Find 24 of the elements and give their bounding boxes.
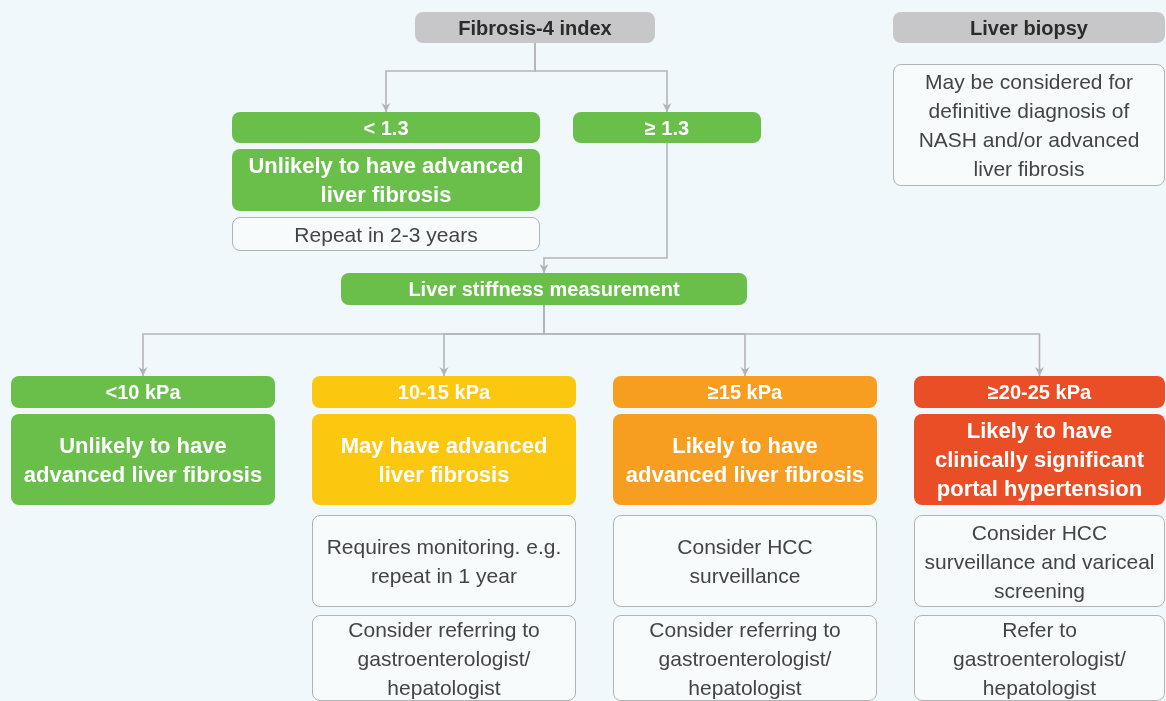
label-bar: <10 kPa [11, 376, 275, 408]
arrow [539, 142, 668, 274]
label-bar: ≥20-25 kPa [914, 376, 1165, 408]
label-bar: Fibrosis-4 index [415, 12, 655, 43]
result-box: Unlikely to have advanced liver fibrosis [232, 149, 540, 211]
recommendation-box: Requires monitoring. e.g. repeat in 1 year [312, 515, 576, 607]
label-bar: < 1.3 [232, 112, 540, 143]
arrow [534, 42, 672, 113]
label-bar: ≥15 kPa [613, 376, 877, 408]
label-bar: ≥ 1.3 [573, 112, 761, 143]
recommendation-box: Repeat in 2-3 years [232, 217, 540, 251]
recommendation-box: Consider HCC surveillance and variceal screening [914, 515, 1165, 607]
label-bar: 10-15 kPa [312, 376, 576, 408]
label-bar: Liver biopsy [893, 12, 1165, 43]
result-box: Likely to have advanced liver fibrosis [613, 414, 877, 505]
result-box: Unlikely to have advanced liver fibrosis [11, 414, 275, 505]
recommendation-box: Refer to gastroenterologist/ hepatologist [914, 615, 1165, 701]
result-box: May have advanced liver fibrosis [312, 414, 576, 505]
recommendation-box: Consider HCC surveillance [613, 515, 877, 607]
result-box: Likely to have clinically significant portal hypertension [914, 414, 1165, 505]
recommendation-box: Consider referring to gastroenterologist/ hepatologist [312, 615, 576, 701]
label-bar: Liver stiffness measurement [341, 273, 747, 305]
recommendation-box: May be considered for definitive diagnosis of NASH and/or advanced liver fibrosis [893, 64, 1165, 186]
recommendation-box: Consider referring to gastroenterologist/ hepatologist [613, 615, 877, 701]
